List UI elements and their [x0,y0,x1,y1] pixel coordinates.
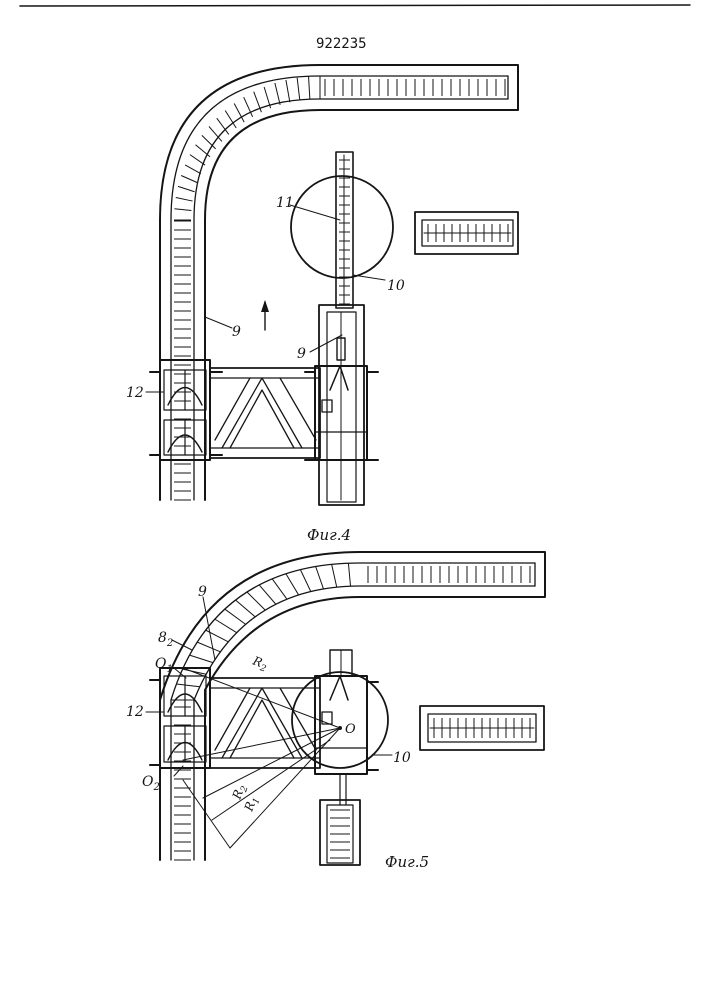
turntable-circle-fig4 [291,176,393,278]
rail-tie [215,619,237,633]
rail-tie [206,630,229,642]
rail-tie [247,592,265,610]
rail-tie [286,574,299,595]
label-9-rail-fig4: 9 [297,346,306,362]
label-9-track-fig4: 9 [232,324,241,340]
rail-tie [236,600,256,617]
label-b2-fig5: 82 [158,630,173,649]
rail-tie [300,570,310,592]
rail-tie [348,563,350,586]
rail-tie [225,609,246,624]
rail-tie [332,564,337,587]
label-center-o-fig5: O [345,722,356,737]
rail-tie [316,567,324,589]
patent-number: 922235 [316,36,367,52]
caption-fig5: Фиг.5 [385,853,429,871]
curved-track-fig4 [160,65,518,500]
turntable-circle-fig5 [292,672,388,768]
rail-tie [176,197,193,201]
rail-tie [259,585,276,604]
rail-tie [202,135,216,149]
rail-tie [309,76,310,99]
rail-tie [190,655,213,663]
label-12-fig4: 12 [126,385,144,401]
rail-tie [275,83,280,105]
track-segment-right-fig5 [420,706,544,750]
label-r2-top-fig5: R2 [249,653,270,674]
rail-tie [234,104,244,123]
track-segment-right-fig4 [415,212,518,254]
label-o2-fig5: O2 [142,774,160,793]
rail-tie [286,80,290,102]
figure-4: 9 11 10 9 12 Фиг.4 [126,65,518,544]
label-9-fig5: 9 [198,584,207,600]
rail-tie [297,78,300,101]
rail-tie [264,87,271,108]
label-o1-fig5: O1 [155,656,173,675]
rail-tie [176,684,199,687]
figure-5: 9 82 O1 12 O2 R2 O 10 R2 R1 Фиг.5 [126,552,545,871]
label-r2-fig5: R2 [229,782,250,803]
up-arrow-icon [261,300,269,330]
caption-fig4: Фиг.4 [307,526,351,544]
label-10-fig5: 10 [393,750,411,766]
rail-tie [209,126,222,141]
rail-tie [272,579,287,599]
rail-tie [181,176,197,183]
rail-tie [190,155,205,165]
label-11-fig4: 11 [276,195,294,211]
top-border-line [20,5,690,6]
rail-tie [174,209,191,211]
label-12-fig5: 12 [126,704,144,720]
label-10-fig4: 10 [387,278,405,294]
rail-tie [196,145,210,157]
rail-tie [185,165,201,174]
rail-tie [183,669,207,674]
rail-tie [197,642,220,652]
rail-tie [178,186,195,191]
